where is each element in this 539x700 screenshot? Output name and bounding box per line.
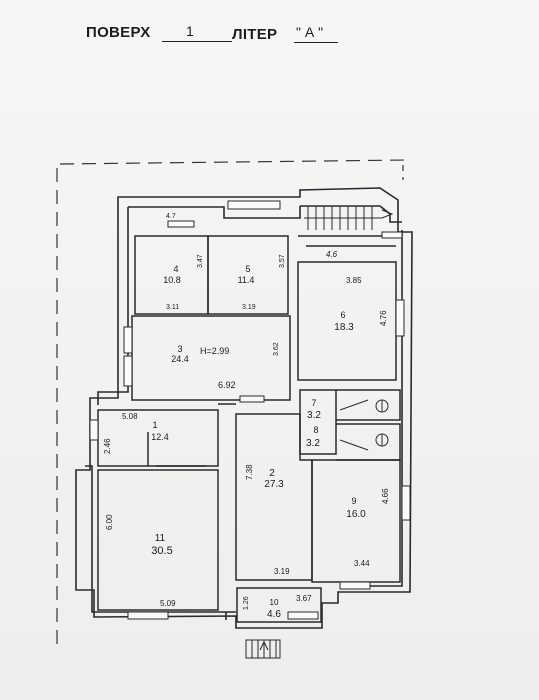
room-5-dim-a: 3.57 <box>279 254 286 268</box>
room-4-area: 10.8 <box>163 275 181 285</box>
room-10-area: 4.6 <box>267 609 281 620</box>
room-6-number: 6 <box>340 310 345 320</box>
floor-label: ПОВЕРХ <box>86 24 151 41</box>
room-11-number: 11 <box>155 533 166 544</box>
entrance-stairs-icon <box>245 639 281 659</box>
liter-underline <box>294 42 338 43</box>
room-10-outline <box>236 587 322 623</box>
windows <box>89 200 411 620</box>
floor-underline <box>162 41 232 42</box>
room-3-outline <box>131 315 291 401</box>
room-6-area: 18.3 <box>334 322 354 333</box>
room-11-area: 30.5 <box>151 545 172 557</box>
room-5-outline <box>207 235 289 315</box>
room-labels: 4 10.8 3.47 3.11 5 11.4 3.57 3.19 3 24.4… <box>103 213 390 620</box>
room-1-dim-b: 2.46 <box>103 438 112 454</box>
room-4-dim-b: 3.11 <box>166 304 179 311</box>
room-9-dim-a: 4.66 <box>381 488 390 504</box>
property-boundary <box>56 159 409 650</box>
room-9-number: 9 <box>351 496 356 506</box>
liter-value: " А " <box>296 24 324 40</box>
room-3-height: H=2.99 <box>200 346 229 356</box>
room-1-number: 1 <box>152 420 157 430</box>
room-10-dim-a: 1.26 <box>243 596 250 610</box>
interior-walls <box>97 235 401 623</box>
room-2-dim-b: 3.19 <box>274 567 290 576</box>
room-9-dim-b: 3.44 <box>354 559 370 568</box>
room-2-area: 27.3 <box>264 479 284 490</box>
dim-top-left: 4.7 <box>166 213 176 220</box>
room-3-number: 3 <box>177 344 182 354</box>
outer-walls <box>75 187 413 629</box>
room-1-dim-a: 5.08 <box>122 412 138 421</box>
room-4-dim-a: 3.47 <box>197 254 204 268</box>
room-3-dim-a: 3.62 <box>273 342 280 356</box>
room-5-dim-b: 3.19 <box>242 304 256 311</box>
room-2-number: 2 <box>269 468 275 479</box>
room-8-area: 3.2 <box>306 438 320 449</box>
room-11-dim-b: 5.09 <box>160 599 176 608</box>
room-6-outline <box>297 261 397 381</box>
room-3-area: 24.4 <box>171 354 189 364</box>
room-7-area: 3.2 <box>307 410 321 421</box>
liter-label: ЛІТЕР <box>232 26 278 43</box>
room-3-dim-b: 6.92 <box>218 380 236 390</box>
room-2-dim-a: 7.38 <box>245 464 254 480</box>
room-5-area: 11.4 <box>238 275 255 285</box>
room-11-outline <box>97 469 219 611</box>
stairs-icon <box>304 206 394 230</box>
room-8-number: 8 <box>313 425 318 435</box>
room-2-outline <box>235 413 313 581</box>
room-6-dim-a: 3.85 <box>346 276 362 285</box>
room-5-number: 5 <box>245 264 250 274</box>
room-6-dim-b: 4.76 <box>379 310 388 326</box>
room-7-number: 7 <box>311 398 316 408</box>
room-1-area: 12.4 <box>151 432 169 442</box>
dim-corridor: 4.6 <box>326 250 338 259</box>
room-9-area: 16.0 <box>346 509 366 520</box>
room-10-dim-b: 3.67 <box>296 594 312 603</box>
floor-value: 1 <box>186 23 194 39</box>
room-10-number: 10 <box>270 598 279 607</box>
corridor-lines <box>298 235 396 247</box>
room-4-number: 4 <box>173 264 178 274</box>
toilet-icons <box>339 399 389 451</box>
room-11-dim-a: 6.00 <box>105 514 114 530</box>
